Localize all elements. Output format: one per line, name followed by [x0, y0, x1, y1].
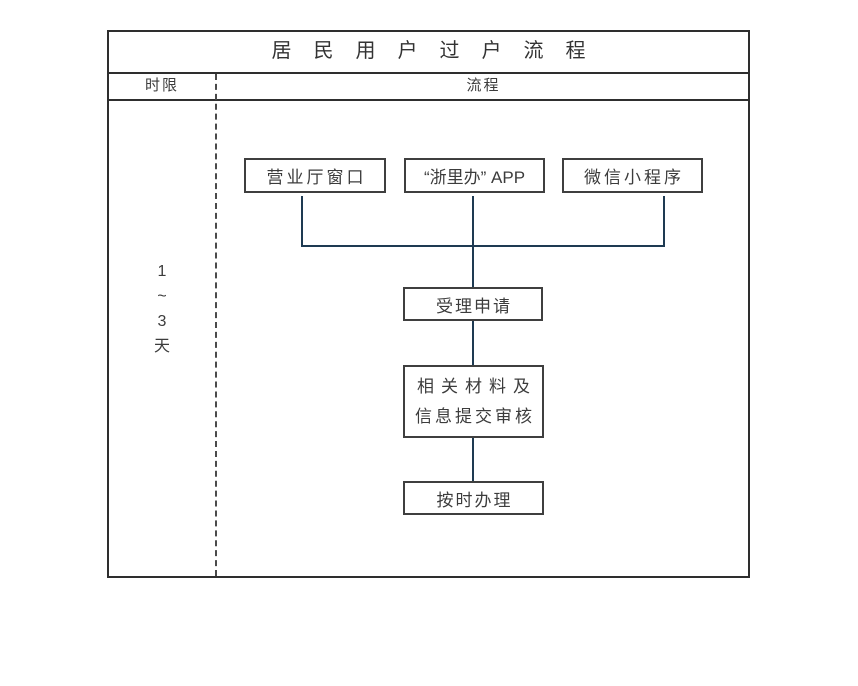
time-limit-char: 天: [153, 338, 170, 355]
step-box-materials-review-line2: 信息提交审核: [415, 406, 535, 426]
step-box-materials-review: 相关材料及 信息提交审核: [403, 365, 544, 438]
connector-h-merge: [301, 245, 665, 247]
connector-v-center-top: [472, 196, 474, 287]
channel-box-zheliban-app: “浙里办” APP: [404, 158, 545, 193]
time-limit-char: ~: [157, 288, 167, 305]
connector-v-accept-to-review: [472, 320, 474, 366]
channel-box-hall-window: 营业厅窗口: [244, 158, 386, 193]
channel-box-wechat-miniprogram: 微信小程序: [562, 158, 703, 193]
column-divider: [215, 74, 217, 576]
page-title: 居民用户过户流程: [271, 40, 608, 62]
header-row-divider: [107, 99, 750, 101]
title-row-divider: [107, 72, 750, 74]
step-box-accept-application: 受理申请: [403, 287, 543, 321]
step-box-materials-review-line1: 相关材料及: [417, 376, 537, 396]
column-header-process: 流程: [466, 77, 501, 94]
connector-v-review-to-process: [472, 436, 474, 482]
table-frame: [107, 30, 750, 578]
time-limit-value: 1 ~ 3 天: [127, 259, 197, 359]
time-limit-char: 3: [157, 313, 167, 330]
time-limit-char: 1: [157, 263, 167, 280]
step-box-timely-processing: 按时办理: [403, 481, 544, 515]
connector-v-left: [301, 196, 303, 247]
connector-v-right: [663, 196, 665, 247]
column-header-time-limit: 时限: [144, 77, 179, 94]
